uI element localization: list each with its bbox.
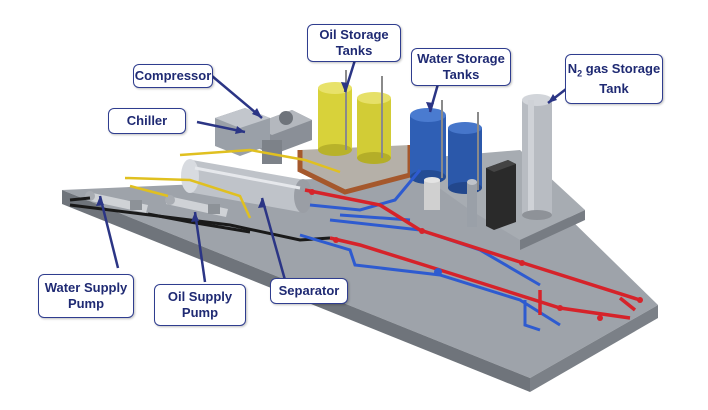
pipe-fittings (309, 189, 643, 321)
oil-storage-tanks (318, 70, 391, 164)
water-storage-tanks (410, 100, 482, 194)
label-water-supply-pump: Water Supply Pump (38, 274, 134, 318)
n2-label-text: N2 gas Storage Tank (567, 60, 661, 97)
control-cabinet (486, 160, 516, 230)
oil-supply-pump (165, 195, 228, 217)
n2-gas-storage-tank (522, 94, 552, 220)
label-water-storage-tanks: Water Storage Tanks (411, 48, 511, 86)
leader-arrowheads (96, 82, 557, 222)
label-n2-gas-storage-tank: N2 gas Storage Tank (565, 54, 663, 104)
label-oil-storage-tanks: Oil Storage Tanks (307, 24, 401, 62)
label-separator: Separator (270, 278, 348, 304)
separator (181, 159, 312, 213)
label-compressor: Compressor (133, 64, 213, 88)
vertical-vessels (424, 177, 477, 227)
label-chiller: Chiller (108, 108, 186, 134)
label-oil-supply-pump: Oil Supply Pump (154, 284, 246, 326)
yellow-oil-pipes (124, 148, 341, 219)
